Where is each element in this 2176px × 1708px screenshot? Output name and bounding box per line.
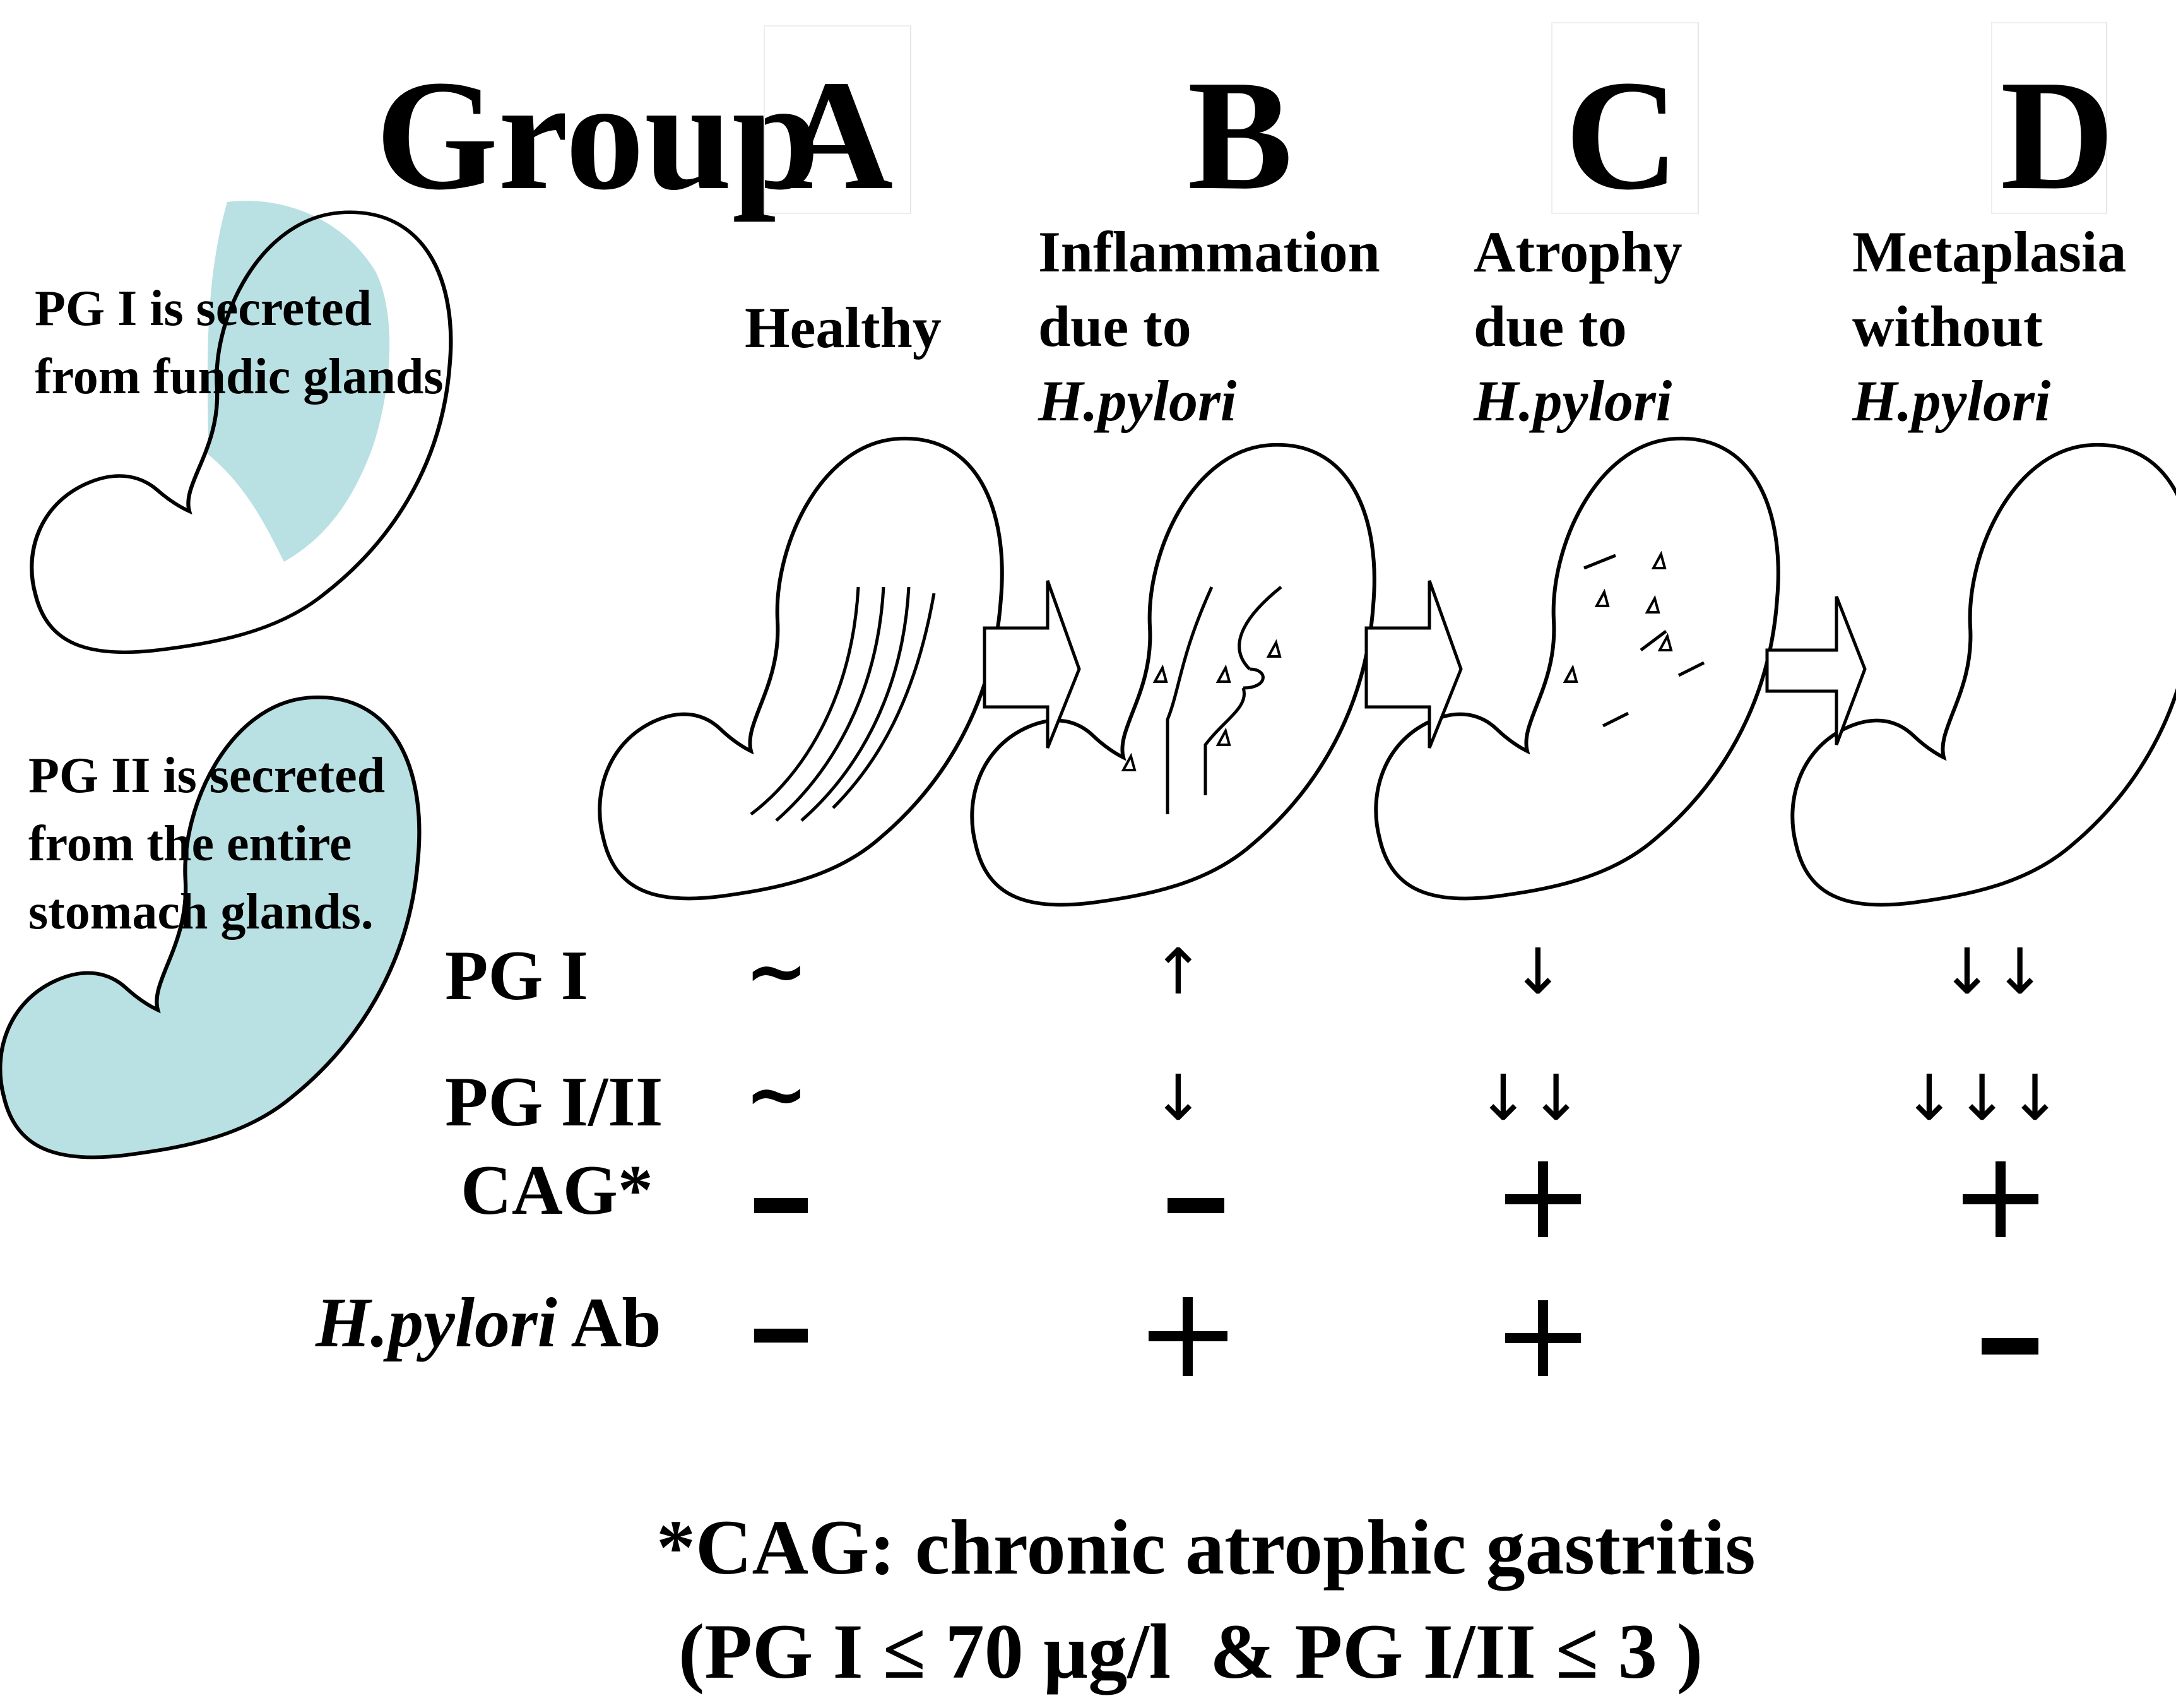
pg1-value-d: ↓↓: [1941, 935, 2047, 1009]
cag-value-b: −: [1168, 1187, 1224, 1250]
column-c-box: [1551, 22, 1699, 214]
stomach-c: [1376, 439, 1778, 899]
column-b-desc: Inflammation due to H.pylori: [1038, 220, 1380, 433]
column-a-desc: Healthy: [745, 295, 942, 360]
row-label-cag: CAG*: [461, 1151, 653, 1230]
pg1-secretion-note: PG I is secreted from fundic glands: [35, 281, 444, 405]
row-label-hpylori-ab: H.pylori Ab: [316, 1284, 661, 1362]
column-a-box: [764, 25, 911, 214]
group-title: Group: [375, 48, 820, 223]
cag-value-c: +: [1505, 1161, 1581, 1237]
arrow-b-to-c: [1364, 580, 1463, 749]
hp-value-d: −: [1982, 1332, 2038, 1370]
column-a-letter: A: [779, 48, 894, 223]
stomach-b: [972, 445, 1375, 905]
footnote-definition: *CAG: chronic atrophic gastritis: [656, 1504, 1756, 1591]
row-label-pg12: PG I/II: [445, 1063, 663, 1141]
row-label-pg1: PG I: [445, 937, 589, 1015]
pg1-value-a: ~: [745, 928, 808, 1016]
column-c-letter: C: [1564, 48, 1679, 223]
pg12-value-c: ↓↓: [1477, 1061, 1583, 1135]
fundic-stomach-illustration: [32, 201, 451, 652]
stomach-a: [600, 439, 1002, 899]
hp-value-b: +: [1149, 1297, 1227, 1376]
column-b-letter: B: [1187, 48, 1293, 223]
pg2-secretion-note: PG II is secreted from the entire stomac…: [28, 748, 386, 940]
hp-value-c: +: [1505, 1300, 1581, 1376]
pg1-value-c: ↓: [1511, 935, 1564, 1009]
footnote-criteria: (PG I ≤ 70 µg/l & PG I/II ≤ 3 ): [678, 1608, 1703, 1695]
arrow-c-to-d: [1765, 596, 1867, 745]
arrow-a-to-b: [983, 580, 1081, 749]
column-d-desc: Metaplasia without H.pylori: [1852, 220, 2127, 433]
pg1-value-b: ↑: [1152, 935, 1205, 1009]
pg12-value-a: ~: [745, 1051, 808, 1139]
column-c-desc: Atrophy due to H.pylori: [1474, 220, 1682, 433]
column-d-letter: D: [2000, 48, 2115, 223]
cag-value-a: −: [754, 1187, 808, 1250]
pg12-value-d: ↓↓↓: [1903, 1061, 2062, 1135]
column-d-box: [1991, 22, 2107, 214]
hp-value-a: −: [754, 1316, 808, 1379]
cag-value-d: +: [1963, 1161, 2038, 1237]
pg12-value-b: ↓: [1152, 1061, 1205, 1135]
